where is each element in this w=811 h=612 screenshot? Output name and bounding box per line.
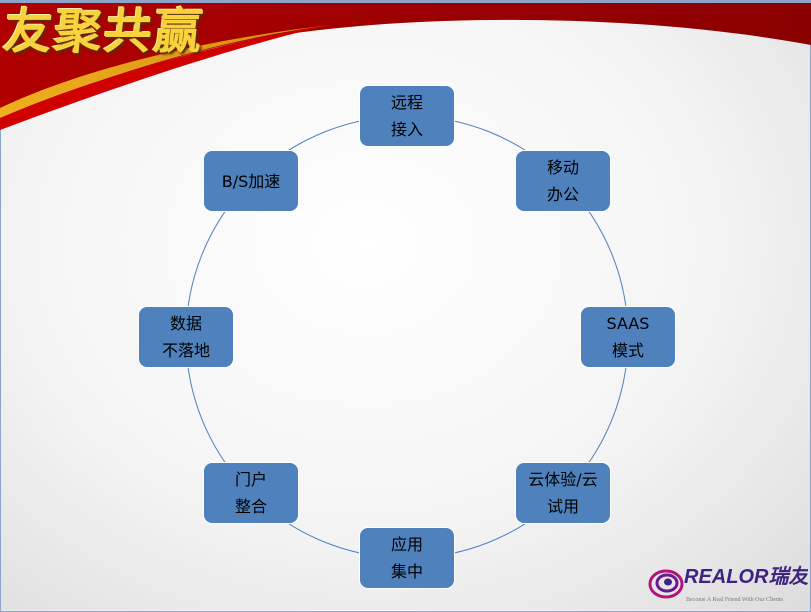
swirl-logo-icon <box>648 569 684 599</box>
node-label: 云体验/云 <box>528 470 598 489</box>
node-label: 接入 <box>390 120 423 139</box>
node-label: SAAS <box>606 314 650 333</box>
node-label: 整合 <box>234 497 267 516</box>
node-label: 试用 <box>546 497 579 516</box>
node-label: 集中 <box>390 562 423 581</box>
node-cloud-trial: 云体验/云试用 <box>515 462 611 524</box>
node-label: 移动 <box>546 158 579 177</box>
node-data-not-landing: 数据不落地 <box>138 306 234 368</box>
node-portal-integration: 门户整合 <box>203 462 299 524</box>
realor-logo: REALOR瑞友 Become A Real Friend With Our C… <box>648 564 808 608</box>
node-app-centralization: 应用集中 <box>359 527 455 589</box>
logo-name: REALOR瑞友 <box>684 566 809 588</box>
node-mobile-office: 移动办公 <box>515 150 611 212</box>
node-label: B/S加速 <box>221 171 281 191</box>
node-label: 数据 <box>169 314 202 333</box>
header-banner <box>0 3 811 130</box>
node-label: 不落地 <box>161 341 210 360</box>
node-label: 远程 <box>390 93 423 112</box>
logo-tagline: Become A Real Friend With Our Clients <box>686 597 783 603</box>
node-saas: SAAS 模式 <box>580 306 676 368</box>
node-label: 门户 <box>234 470 267 489</box>
node-label: 模式 <box>611 341 644 360</box>
node-remote-access: 远程接入 <box>359 85 455 147</box>
node-bs-acceleration: B/S加速 <box>203 150 299 212</box>
node-label: 办公 <box>546 185 579 204</box>
node-label: 应用 <box>390 535 423 554</box>
